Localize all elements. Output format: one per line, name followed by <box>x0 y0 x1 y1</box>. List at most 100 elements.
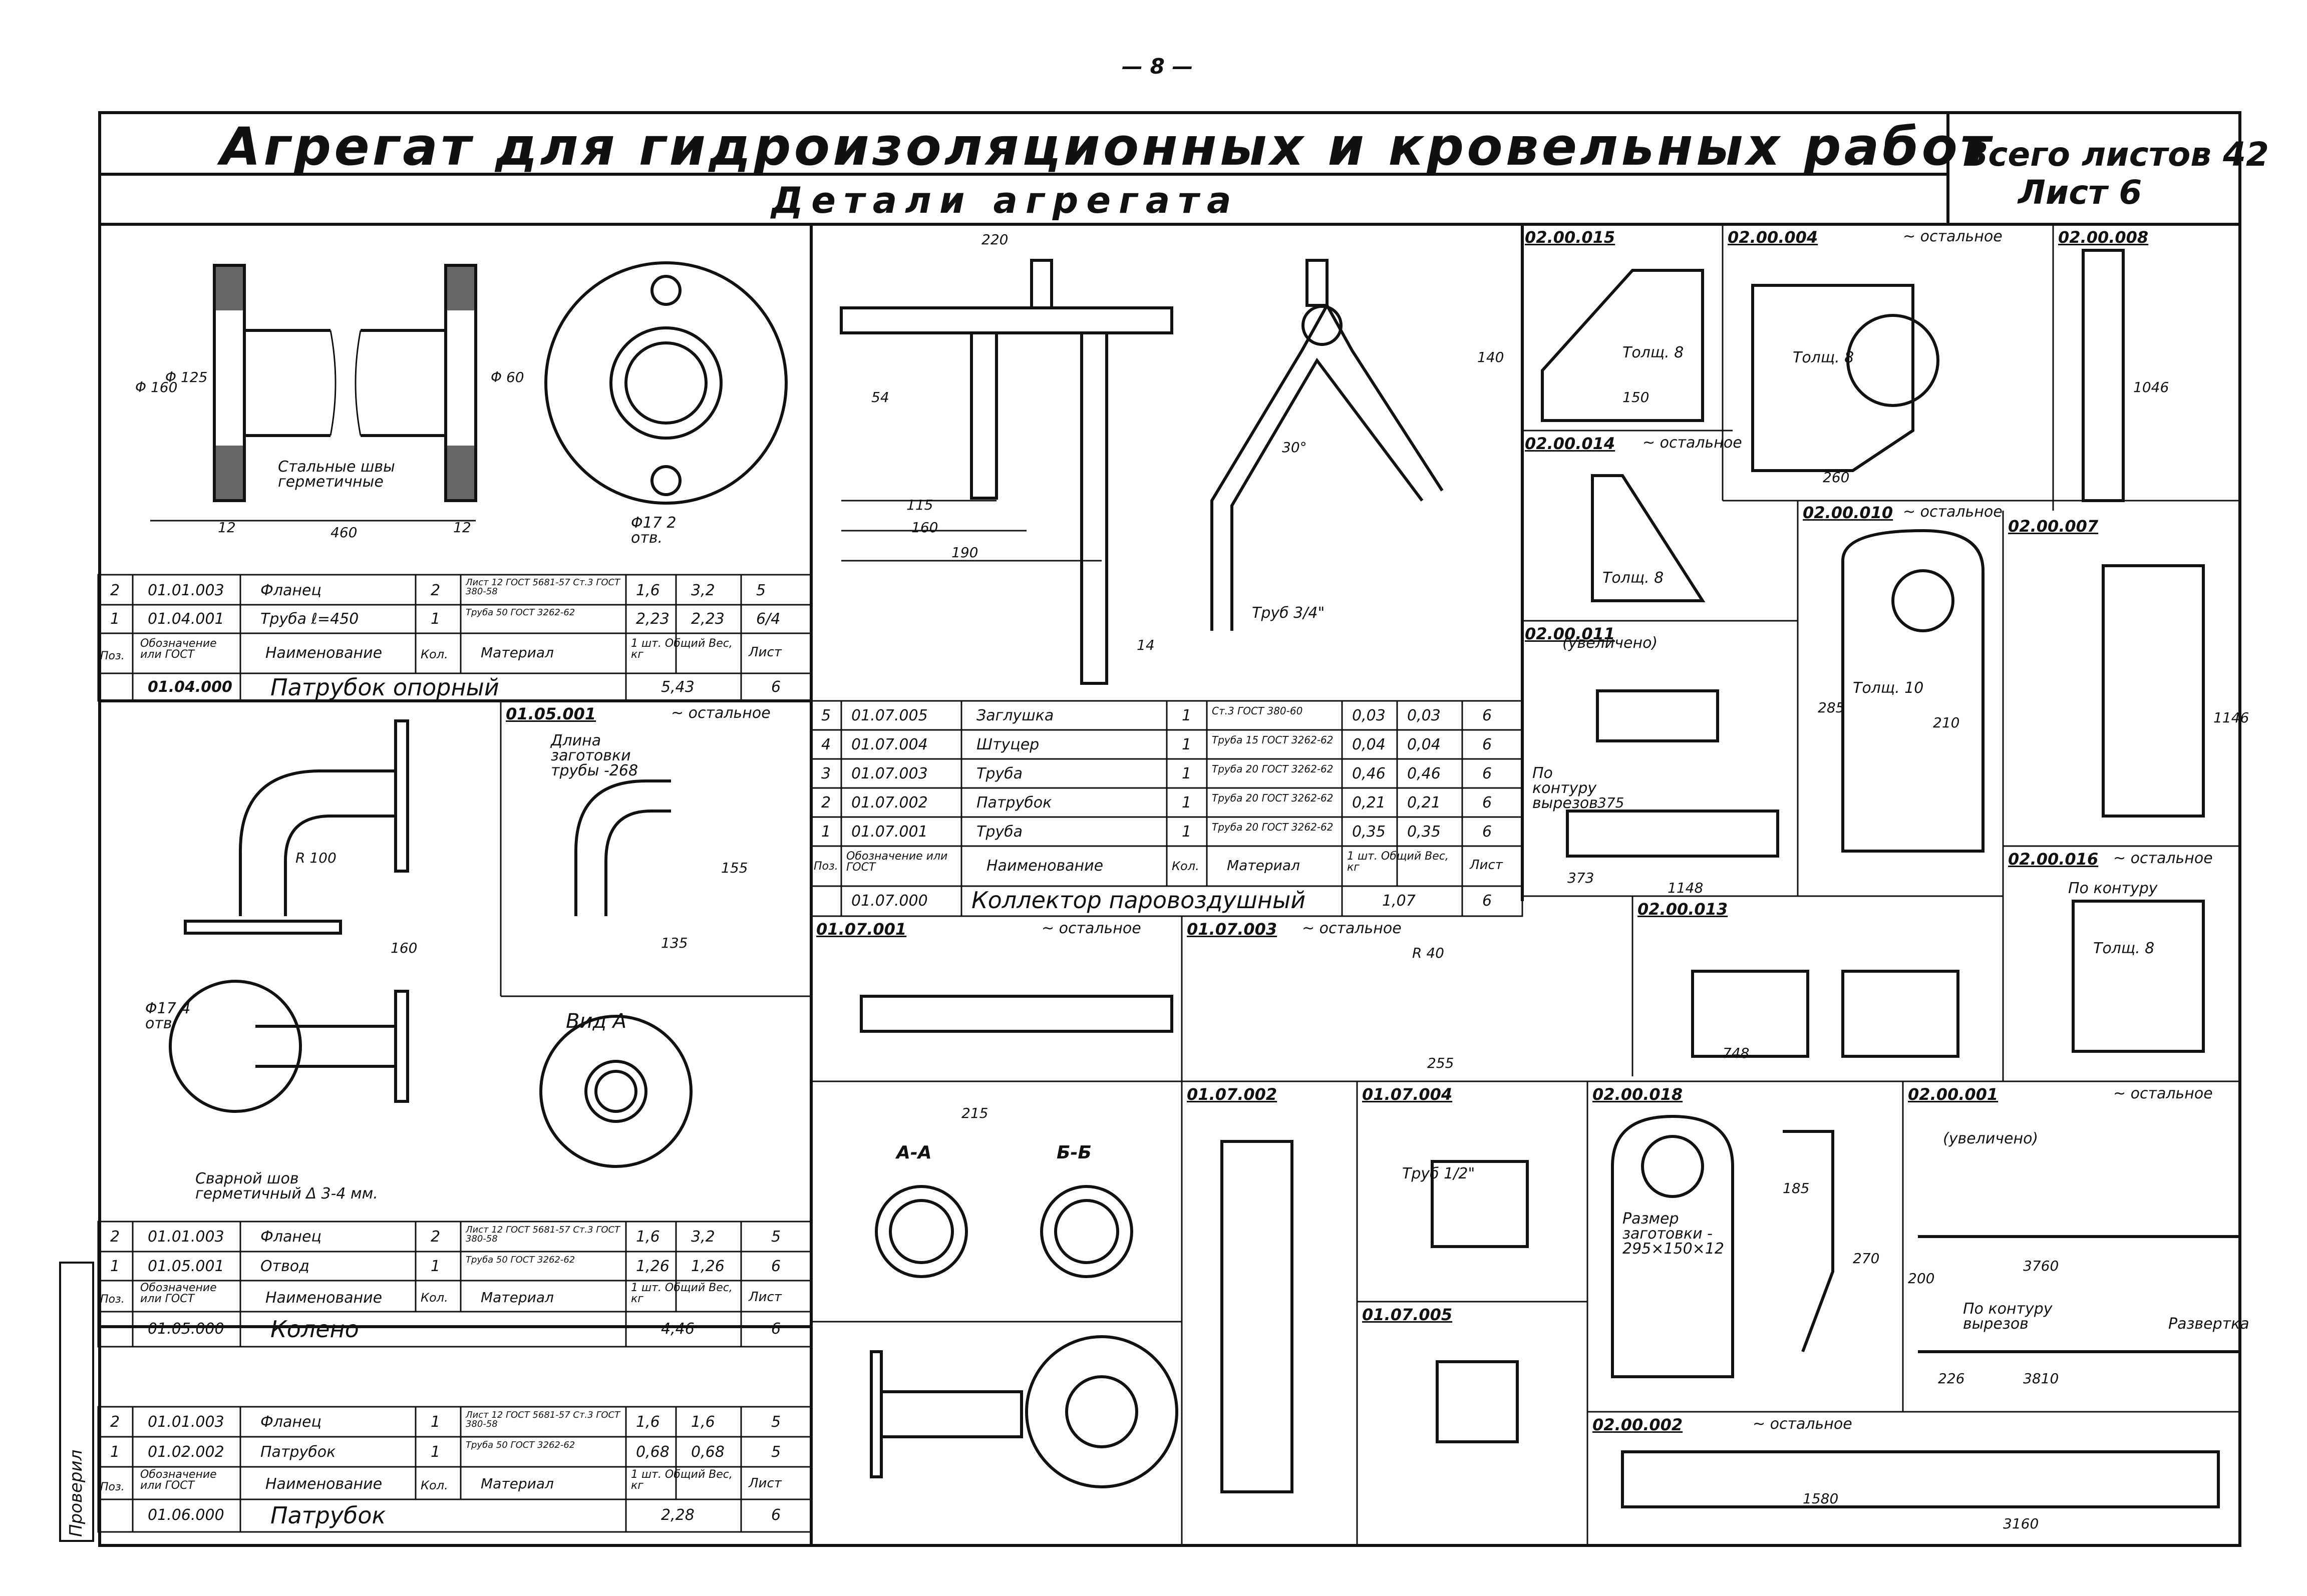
pos: 2 <box>821 794 831 812</box>
w2: 0,21 <box>1407 794 1441 812</box>
material: Лист 12 ГОСТ 5681-57 Ст.3 ГОСТ 380-58 <box>466 577 620 597</box>
dimension: Φ 160 <box>135 379 178 395</box>
dimension: 1146 <box>2213 709 2249 726</box>
w2: 0,68 <box>691 1443 725 1461</box>
assembly-code: 01.07.000 <box>851 892 928 910</box>
dimension: 285 <box>1818 699 1845 716</box>
header-designation: Обозначение или ГОСТ <box>140 1282 217 1305</box>
assembly-code: 01.04.000 <box>148 678 232 696</box>
dimension: R 100 <box>295 850 337 866</box>
page-number: — 8 — <box>1122 54 1193 79</box>
assembly-weight: 5,43 <box>661 678 695 696</box>
detail-label: 02.00.002 <box>1592 1415 1683 1434</box>
header-material: Материал <box>481 1289 554 1306</box>
view-a-label: Вид А <box>566 1010 627 1033</box>
pos: 2 <box>110 1228 120 1246</box>
material: Труба 20 ГОСТ 3262-62 <box>1212 763 1334 775</box>
sheet: 5 <box>771 1228 781 1246</box>
roughness-note: ~ остальное <box>2113 850 2213 867</box>
dimension: 226 <box>1938 1370 1965 1387</box>
detail-label: 02.00.018 <box>1592 1085 1683 1104</box>
detail-label: 02.00.013 <box>1637 900 1728 919</box>
detail-label: 02.00.007 <box>2008 517 2099 536</box>
header-qty: Кол. <box>421 1291 448 1305</box>
w2: 0,46 <box>1407 765 1441 782</box>
dimension: 185 <box>1783 1180 1810 1196</box>
sheet: 6 <box>1482 765 1492 782</box>
assembly-name: Патрубок опорный <box>270 674 499 701</box>
header-sheet: Лист <box>749 1476 782 1491</box>
name: Патрубок <box>976 794 1052 812</box>
dimension: Φ 125 <box>165 369 208 385</box>
w1: 1,6 <box>636 1228 660 1246</box>
dimension: 748 <box>1723 1045 1750 1061</box>
small-detail-shapes <box>1220 249 2238 1508</box>
dimension: 200 <box>1908 1270 1935 1287</box>
holes-note: Φ17 4 отв. <box>145 1000 191 1032</box>
qty: 1 <box>1182 794 1192 812</box>
code: 01.05.001 <box>148 1258 224 1275</box>
roughness-note: ~ остальное <box>1753 1415 1852 1433</box>
thickness-note: Толщ. 8 <box>1793 349 1854 366</box>
dimension: 140 <box>1477 349 1504 365</box>
detail-label: 02.00.015 <box>1525 228 1615 247</box>
detail-label: 02.00.016 <box>2008 850 2099 869</box>
dimension: 160 <box>391 940 418 956</box>
dimension: 160 <box>911 519 938 536</box>
header-weight: 1 шт. Общий Вес, кг <box>1347 850 1449 874</box>
dimension: 460 <box>331 524 358 541</box>
header-designation: Обозначение или ГОСТ <box>140 1468 217 1492</box>
roughness-note: ~ остальное <box>671 704 771 722</box>
header-pos: Поз. <box>100 650 125 662</box>
dimension: 1148 <box>1668 880 1704 896</box>
roughness-note: ~ остальное <box>2113 1085 2213 1102</box>
detail-label: 02.00.011 <box>1525 624 1615 643</box>
code: 01.02.002 <box>148 1443 224 1461</box>
header-sheet: Лист <box>749 645 782 660</box>
pipe-size-note: Труб 1/2" <box>1402 1165 1475 1182</box>
w2: 0,03 <box>1407 707 1441 724</box>
code: 01.04.001 <box>148 610 224 628</box>
material: Труба 20 ГОСТ 3262-62 <box>1212 821 1334 833</box>
roughness-note: ~ остальное <box>1903 503 2003 521</box>
enlarged-note: (увеличено) <box>1943 1130 2039 1147</box>
detail-label: 01.05.001 <box>506 704 596 723</box>
dimension: 210 <box>1933 714 1960 731</box>
header-qty: Кол. <box>421 1478 448 1492</box>
header-material: Материал <box>481 644 554 661</box>
code: 01.01.003 <box>148 582 224 599</box>
w1: 0,21 <box>1352 794 1386 812</box>
dimension: 3160 <box>2003 1515 2039 1532</box>
w2: 3,2 <box>691 1228 715 1246</box>
code: 01.07.003 <box>851 765 928 782</box>
dimension: 150 <box>1622 389 1650 406</box>
development-note: Развертка <box>2168 1315 2249 1333</box>
section-aa-label: А-А <box>896 1142 932 1163</box>
w2: 0,35 <box>1407 823 1441 841</box>
header-qty: Кол. <box>1172 859 1199 873</box>
header-weight: 1 шт. Общий Вес, кг <box>631 1468 733 1492</box>
detail-label: 01.07.005 <box>1362 1305 1453 1324</box>
pos: 1 <box>821 823 831 841</box>
spec-table-grid-1 <box>97 574 812 702</box>
w1: 1,26 <box>636 1258 670 1275</box>
sheet: 6 <box>1482 736 1492 753</box>
dimension: 190 <box>951 544 978 561</box>
dimension: 155 <box>721 860 748 876</box>
name: Патрубок <box>260 1443 336 1461</box>
kolektor-drawing <box>840 259 1444 685</box>
assembly-sheet: 6 <box>771 1506 781 1524</box>
detail-label: 01.07.001 <box>816 920 907 939</box>
header-designation: Обозначение или ГОСТ <box>846 850 948 874</box>
w2: 1,26 <box>691 1258 725 1275</box>
contour-cut-note: По контуру вырезов <box>1532 764 1598 812</box>
pipe-length-note: Длина заготовки трубы -268 <box>551 732 638 779</box>
qty: 1 <box>431 610 441 628</box>
name: Фланец <box>260 1413 321 1431</box>
w2: 0,04 <box>1407 736 1441 753</box>
dimension: 135 <box>661 935 688 951</box>
material: Лист 12 ГОСТ 5681-57 Ст.3 ГОСТ 380-58 <box>466 1225 620 1244</box>
qty: 1 <box>431 1443 441 1461</box>
koleno-drawing <box>169 719 693 1168</box>
